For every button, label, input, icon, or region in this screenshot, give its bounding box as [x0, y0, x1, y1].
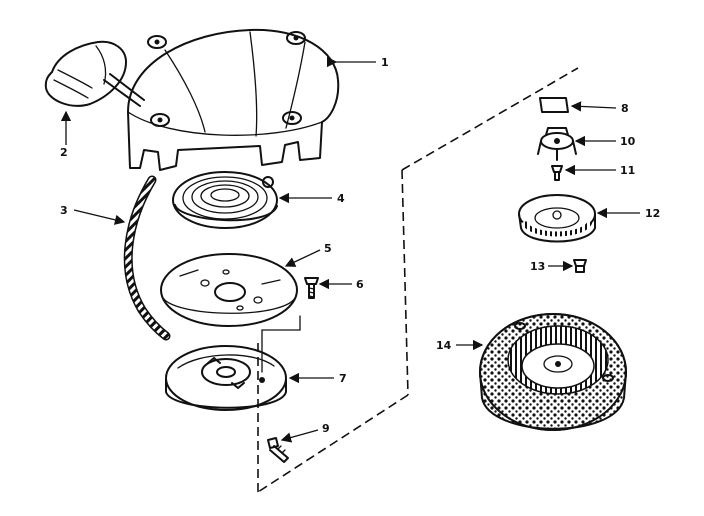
- callout-12: 12: [596, 207, 660, 220]
- callout-label-1: 1: [381, 56, 389, 69]
- part-12-starter-cup: [518, 194, 596, 243]
- callout-label-11: 11: [620, 164, 635, 177]
- callout-8: 8: [570, 101, 629, 115]
- callout-2: 2: [60, 110, 72, 159]
- callout-label-9: 9: [322, 422, 330, 435]
- callout-3: 3: [60, 204, 126, 225]
- callout-13: 13: [530, 260, 574, 273]
- callout-label-7: 7: [339, 372, 347, 385]
- callout-14: 14: [436, 339, 484, 352]
- callout-10: 10: [574, 135, 636, 148]
- part-10-pawl-retainer: [537, 127, 577, 161]
- part-14-flywheel-screen: [479, 313, 627, 431]
- callout-9: 9: [280, 422, 330, 443]
- callout-label-10: 10: [620, 135, 636, 148]
- callout-label-6: 6: [356, 278, 364, 291]
- callout-6: 6: [318, 278, 364, 291]
- callout-label-12: 12: [645, 207, 660, 220]
- callout-label-3: 3: [60, 204, 68, 217]
- part-8-pawl: [539, 97, 569, 113]
- callout-4: 4: [278, 192, 345, 205]
- callout-label-14: 14: [436, 339, 452, 352]
- part-1-starter-housing: [127, 28, 340, 171]
- part-2-starter-handle: [44, 40, 145, 107]
- exploded-view-boundary: [257, 67, 579, 493]
- part-4-rewind-spring: [172, 171, 278, 229]
- part-5-spring-cover-plate: [160, 253, 298, 327]
- callout-1: 1: [326, 56, 389, 69]
- callout-label-4: 4: [337, 192, 345, 205]
- part-6-screw: [261, 277, 319, 373]
- callout-5: 5: [284, 242, 332, 267]
- part-13-screw: [573, 259, 587, 273]
- callout-11: 11: [564, 164, 635, 177]
- callout-label-8: 8: [621, 102, 629, 115]
- part-7-rope-pulley: [165, 345, 287, 411]
- callout-label-2: 2: [60, 146, 68, 159]
- callout-7: 7: [288, 372, 347, 385]
- callout-label-13: 13: [530, 260, 545, 273]
- part-9-retainer-pin: [267, 437, 289, 463]
- part-11-screw: [551, 165, 563, 181]
- part-3-starter-rope: [123, 175, 171, 341]
- callout-label-5: 5: [324, 242, 332, 255]
